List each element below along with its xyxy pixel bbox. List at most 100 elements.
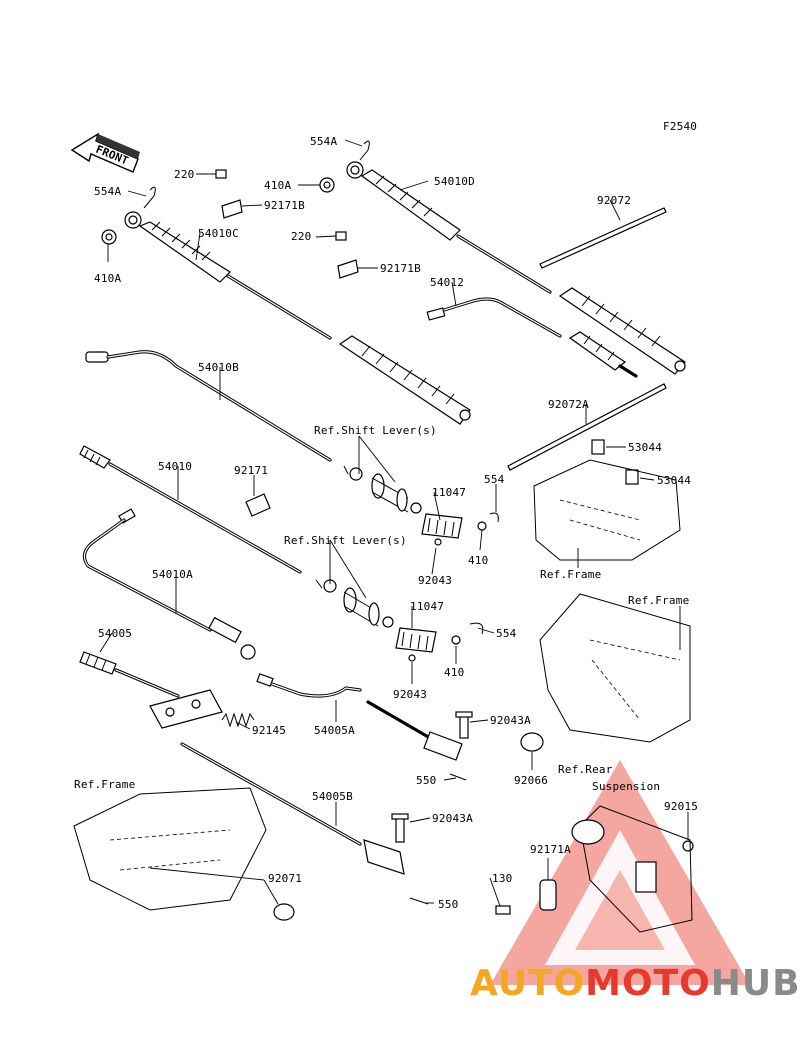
cable-54012 <box>426 297 638 378</box>
clamp-53044-a-icon <box>591 439 605 455</box>
ref-frame-sketch-3 <box>73 787 267 911</box>
washer-410A-b-icon <box>101 229 117 245</box>
bolt-220-a-icon <box>215 169 227 179</box>
label-ref-rear-2: Suspension <box>592 780 660 793</box>
nut-92015-icon <box>682 840 694 852</box>
bracket-54005 <box>149 689 223 729</box>
bracket-92171B-b-icon <box>337 259 359 279</box>
label-92015: 92015 <box>664 800 698 813</box>
label-11047-a: 11047 <box>432 486 466 499</box>
cable-tie-92072 <box>539 207 667 269</box>
label-ref-shift-2: Ref.Shift Lever(s) <box>284 534 407 547</box>
label-550-a: 550 <box>416 774 436 787</box>
label-ref-rear-1: Ref.Rear <box>558 763 613 776</box>
label-92043A-b: 92043A <box>432 812 473 825</box>
label-54010: 54010 <box>158 460 192 473</box>
label-ref-frame-1: Ref.Frame <box>540 568 601 581</box>
label-410-a: 410 <box>468 554 488 567</box>
label-54005: 54005 <box>98 627 132 640</box>
label-220-a: 220 <box>174 168 194 181</box>
label-554A-top: 554A <box>310 135 337 148</box>
part-labels: 554A 220 410A 54010D 554A 92171B 92072 5… <box>74 135 698 911</box>
label-ref-frame-3: Ref.Frame <box>74 778 135 791</box>
cable-54010d <box>346 161 686 375</box>
cap-92066-icon <box>520 732 544 752</box>
watermark-part1: AUTO <box>470 963 585 1004</box>
label-92072: 92072 <box>597 194 631 207</box>
label-92171A: 92171A <box>530 843 571 856</box>
cotter-550-b-icon <box>409 897 429 905</box>
label-92043-a: 92043 <box>418 574 452 587</box>
label-554-a: 554 <box>484 473 505 486</box>
pin-92043A-b-icon <box>391 813 409 843</box>
front-arrow-icon: FRONT <box>70 132 140 173</box>
label-92043-b: 92043 <box>393 688 427 701</box>
label-92066: 92066 <box>514 774 548 787</box>
label-11047-b: 11047 <box>410 600 444 613</box>
svg-text:AUTOMOTOHUB: AUTOMOTOHUB <box>470 963 800 1004</box>
bellows-54010d-b <box>558 287 686 375</box>
label-410A-a: 410A <box>264 179 291 192</box>
label-54010D: 54010D <box>434 175 475 188</box>
clip-554A-top-icon <box>359 140 370 161</box>
spring-92145-icon <box>221 712 255 728</box>
watermark-part2: MOTO <box>585 963 711 1004</box>
cable-54010c <box>124 211 471 425</box>
label-410-b: 410 <box>444 666 464 679</box>
clip-554A-left-icon <box>143 186 156 209</box>
label-53044-a: 53044 <box>628 441 662 454</box>
label-54005A: 54005A <box>314 724 355 737</box>
label-92043A-a: 92043A <box>490 714 531 727</box>
shift-lever-assembly-2 <box>315 579 484 662</box>
cable-54010b <box>85 350 332 462</box>
label-54010B: 54010B <box>198 361 239 374</box>
watermark-triangle-core <box>575 870 665 950</box>
label-410A-b: 410A <box>94 272 121 285</box>
cable-54005B <box>180 742 405 875</box>
label-ref-shift-1: Ref.Shift Lever(s) <box>314 424 437 437</box>
grommet-92071-icon <box>273 903 295 921</box>
label-130: 130 <box>492 872 512 885</box>
cable-54005 <box>79 651 180 698</box>
cable-54005A <box>256 673 463 761</box>
watermark-part3: HUB <box>711 963 800 1004</box>
bolt-220-b-icon <box>335 231 347 241</box>
bracket-92171B-a-icon <box>221 199 243 219</box>
ref-frame-sketch-2 <box>539 593 691 743</box>
cable-54010 <box>79 445 302 574</box>
bellows-54010d-a <box>360 169 461 241</box>
ref-rear-suspension-sketch <box>539 805 693 933</box>
label-92171B-b: 92171B <box>380 262 421 275</box>
label-550-b: 550 <box>438 898 458 911</box>
label-92171B-a: 92171B <box>264 199 305 212</box>
label-54010C: 54010C <box>198 227 239 240</box>
leader-lines <box>99 139 689 907</box>
cable-54010a <box>82 508 256 660</box>
label-ref-frame-2: Ref.Frame <box>628 594 689 607</box>
bellows-54010c-b <box>338 335 471 425</box>
pin-92043A-a-icon <box>455 711 473 739</box>
bolt-130-icon <box>495 905 511 915</box>
ref-frame-sketch-1 <box>533 459 681 561</box>
label-54010A: 54010A <box>152 568 193 581</box>
label-92171: 92171 <box>234 464 268 477</box>
bracket-92171-icon <box>245 493 271 517</box>
cotter-550-a-icon <box>449 773 467 781</box>
label-53044-b: 53044 <box>657 474 691 487</box>
label-92071: 92071 <box>268 872 302 885</box>
bellows-54010c-a <box>138 221 231 283</box>
watermark-logo <box>490 760 750 985</box>
clamp-53044-b-icon <box>625 469 639 485</box>
figure-code: F2540 <box>663 120 697 133</box>
label-554-b: 554 <box>496 627 517 640</box>
washer-410A-a-icon <box>319 177 335 193</box>
label-220-b: 220 <box>291 230 311 243</box>
watermark-text: AUTOMOTOHUB <box>470 963 800 1004</box>
label-92072A: 92072A <box>548 398 589 411</box>
label-554A-left: 554A <box>94 185 121 198</box>
label-92145: 92145 <box>252 724 286 737</box>
label-54012: 54012 <box>430 276 464 289</box>
cable-tie-92072A <box>507 383 667 471</box>
label-54005B: 54005B <box>312 790 353 803</box>
